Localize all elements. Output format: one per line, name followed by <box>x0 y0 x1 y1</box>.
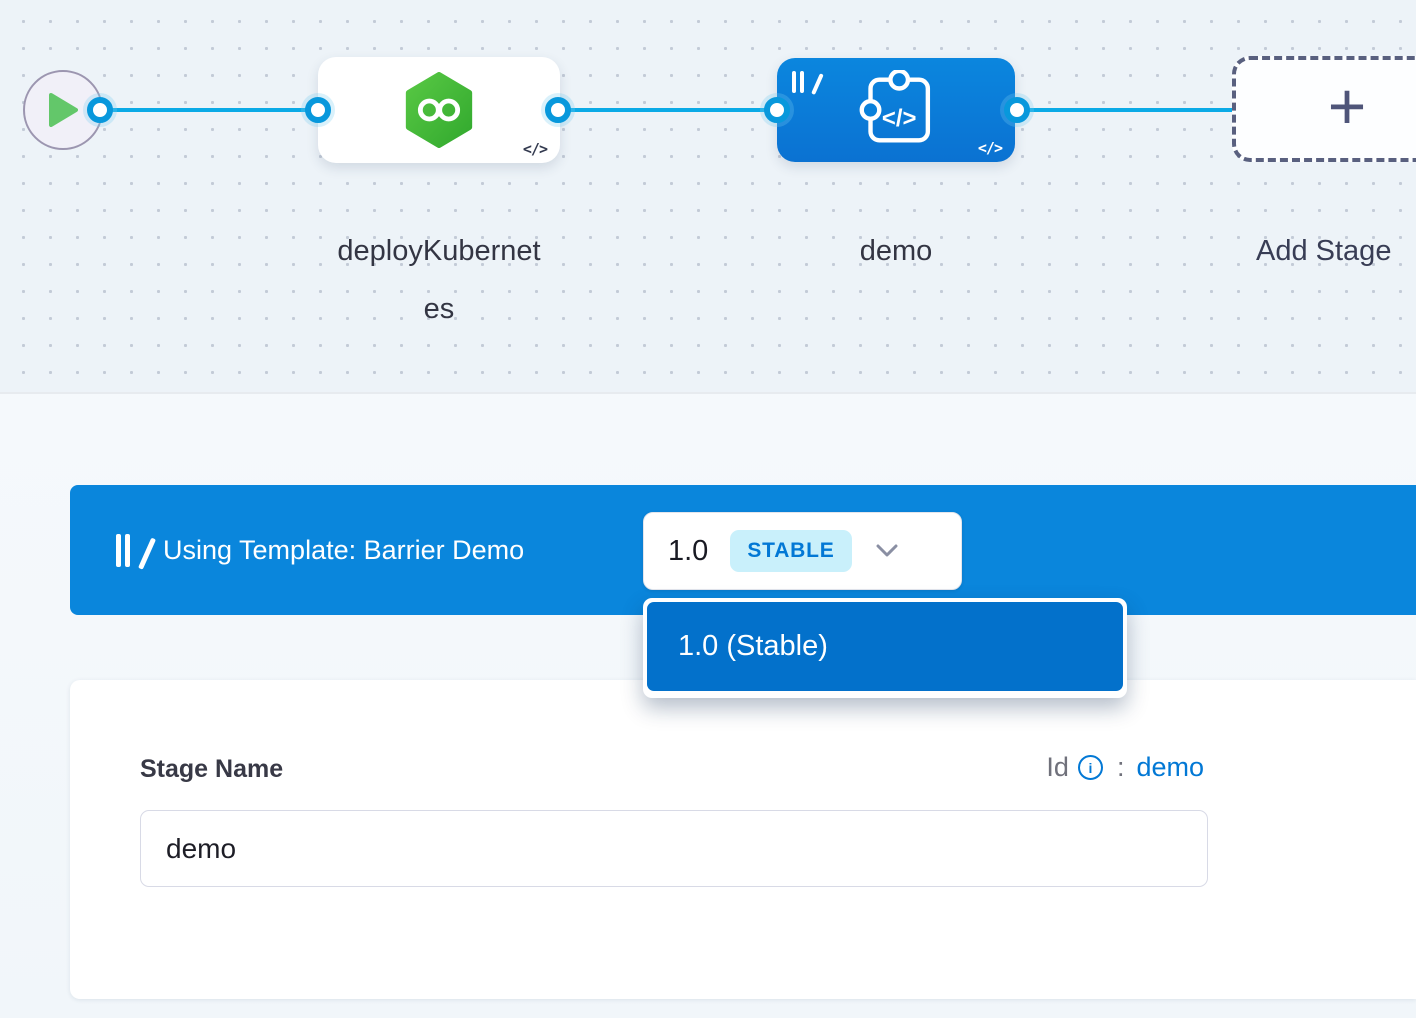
id-colon: : <box>1116 752 1125 782</box>
play-icon <box>49 93 78 127</box>
template-version-selector[interactable]: 1.0 STABLE <box>643 512 962 590</box>
custom-stage-icon: </> <box>859 70 931 143</box>
stage-overview-card: Stage Name Id i : demo <box>70 680 1416 999</box>
deploy-stage-icon <box>405 72 473 148</box>
stage-id-row: Id i : demo <box>1046 752 1204 783</box>
connector-point[interactable] <box>1004 97 1030 123</box>
id-label: Id <box>1046 752 1069 782</box>
info-icon[interactable]: i <box>1077 755 1103 780</box>
template-library-icon <box>116 533 157 570</box>
connector-point[interactable] <box>545 97 571 123</box>
pipeline-connector-line <box>100 108 1240 112</box>
add-stage-button[interactable]: + <box>1232 56 1416 162</box>
version-number: 1.0 <box>668 534 709 567</box>
stage-node-deploykubernetes[interactable]: </> <box>318 57 560 163</box>
stage-id-value[interactable]: demo <box>1136 752 1204 782</box>
stage-label-demo: demo <box>859 235 933 267</box>
version-dropdown-item[interactable]: 1.0 (Stable) <box>647 602 1123 691</box>
connector-point[interactable] <box>764 97 790 123</box>
stage-name-label: Stage Name <box>140 755 284 783</box>
yaml-code-icon[interactable]: </> <box>977 139 1003 157</box>
chevron-down-icon[interactable] <box>876 544 898 558</box>
stage-node-demo[interactable]: </> </> <box>777 58 1015 162</box>
stable-badge: STABLE <box>730 530 852 572</box>
stage-name-input[interactable] <box>140 810 1208 887</box>
stage-label-deploykubernetes: deployKubernetes <box>337 235 541 325</box>
plus-icon: + <box>1327 69 1367 143</box>
template-banner-title: Using Template: Barrier Demo <box>163 534 525 565</box>
pipeline-canvas[interactable]: </> </> </> + deployKubernetes demo Add … <box>0 0 1416 394</box>
connector-point[interactable] <box>87 97 113 123</box>
connector-point[interactable] <box>305 97 331 123</box>
template-library-icon <box>792 71 824 95</box>
add-stage-label: Add Stage <box>1256 235 1392 267</box>
version-dropdown-menu: 1.0 (Stable) <box>643 598 1127 698</box>
svg-text:</>: </> <box>882 105 917 132</box>
yaml-code-icon[interactable]: </> <box>522 140 548 158</box>
